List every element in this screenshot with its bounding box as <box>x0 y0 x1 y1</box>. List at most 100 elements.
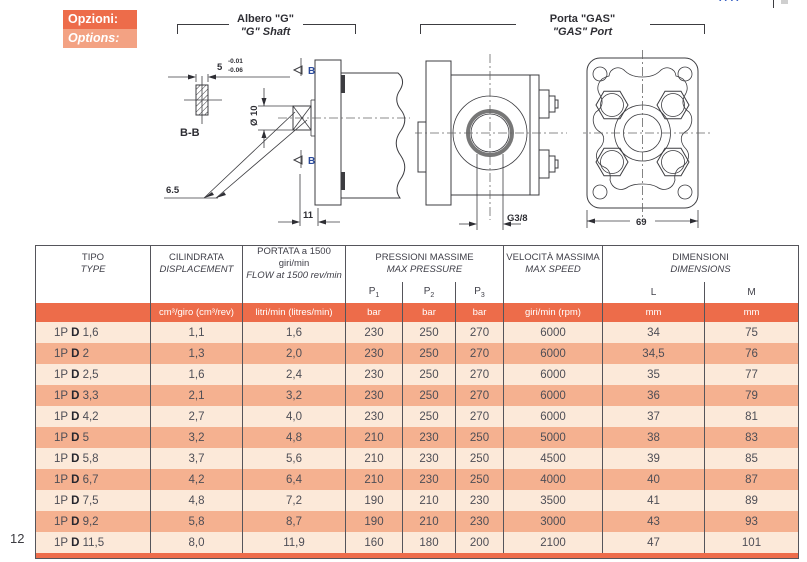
velocita-en: MAX SPEED <box>525 264 581 275</box>
tipo-en: TYPE <box>80 264 106 275</box>
cell-type: 1P D 11,5 <box>35 532 151 553</box>
casting-contour <box>592 67 693 190</box>
options-label-it: Opzioni: <box>63 10 137 29</box>
cell-p3: 270 <box>455 385 504 406</box>
cell-type: 1P D 2 <box>35 343 151 364</box>
cell-speed: 3000 <box>503 511 603 532</box>
page-number: 12 <box>10 531 25 546</box>
port-title-it: Porta "GAS" <box>549 13 616 25</box>
section-bb-label: B-B <box>180 127 200 139</box>
dim-5: 5 <box>217 62 223 73</box>
cell-speed: 4500 <box>503 448 603 469</box>
cell-speed: 6000 <box>503 385 603 406</box>
drawing-edge-line <box>773 0 774 8</box>
cell-displacement: 3,7 <box>150 448 243 469</box>
cell-speed: 2100 <box>503 532 603 553</box>
shaft-technical-drawing: B-B 5 -0.01 -0.06 Ø 10 <box>164 58 410 226</box>
cell-flow: 5,6 <box>242 448 346 469</box>
cell-flow: 3,2 <box>242 385 346 406</box>
velocita-it: VELOCITÀ MASSIMA <box>506 252 600 263</box>
pressioni-en: MAX PRESSURE <box>386 264 463 275</box>
port-drawing-title: Porta "GAS" "GAS" Port <box>515 13 650 39</box>
table-bottom-bar <box>35 553 799 559</box>
dim-69: 69 <box>636 217 647 228</box>
table-row: 1P D 1,6 1,1 1,6 230 250 270 6000 34 75 <box>35 322 799 343</box>
cell-m: 76 <box>704 343 799 364</box>
cell-p3: 270 <box>455 322 504 343</box>
cell-l: 35 <box>602 364 705 385</box>
port-title-en: "GAS" Port <box>552 26 613 38</box>
col-header-dimensioni: DIMENSIONI DIMENSIONS <box>602 245 799 282</box>
key-section-view: B-B <box>180 76 222 139</box>
cell-p1: 190 <box>345 490 403 511</box>
cell-p3: 250 <box>455 448 504 469</box>
cell-m: 81 <box>704 406 799 427</box>
cell-p2: 180 <box>402 532 456 553</box>
cell-speed: 6000 <box>503 322 603 343</box>
cell-p1: 230 <box>345 343 403 364</box>
cell-flow: 4,8 <box>242 427 346 448</box>
cell-l: 47 <box>602 532 705 553</box>
cell-p1: 210 <box>345 469 403 490</box>
shaft-title-it: Albero "G" <box>237 13 294 25</box>
dim-5-tol-bottom: -0.06 <box>228 67 243 74</box>
cell-displacement: 3,2 <box>150 427 243 448</box>
cell-p1: 230 <box>345 406 403 427</box>
cell-p2: 210 <box>402 511 456 532</box>
cell-m: 85 <box>704 448 799 469</box>
col-header-portata: PORTATA a 1500 giri/min FLOW at 1500 rev… <box>242 245 346 282</box>
cell-p1: 190 <box>345 511 403 532</box>
cell-p3: 250 <box>455 469 504 490</box>
table-row: 1P D 2,5 1,6 2,4 230 250 270 6000 35 77 <box>35 364 799 385</box>
mounting-bolts <box>595 90 690 177</box>
cell-type: 1P D 2,5 <box>35 364 151 385</box>
cell-p3: 200 <box>455 532 504 553</box>
port-label-bracket-right <box>650 24 705 34</box>
section-plane-b-top: B <box>292 58 315 77</box>
centerlines <box>583 50 711 220</box>
table-row: 1P D 6,7 4,2 6,4 210 230 250 4000 40 87 <box>35 469 799 490</box>
cell-p3: 270 <box>455 406 504 427</box>
table-row: 1P D 5 3,2 4,8 210 230 250 5000 38 83 <box>35 427 799 448</box>
cell-speed: 5000 <box>503 427 603 448</box>
cell-type: 1P D 9,2 <box>35 511 151 532</box>
cell-m: 89 <box>704 490 799 511</box>
table-row: 1P D 5,8 3,7 5,6 210 230 250 4500 39 85 <box>35 448 799 469</box>
cell-p2: 230 <box>402 469 456 490</box>
cell-l: 37 <box>602 406 705 427</box>
sub-p1: P1 <box>345 282 403 303</box>
cell-l: 40 <box>602 469 705 490</box>
cell-l: 41 <box>602 490 705 511</box>
shaft-drawing-title: Albero "G" "G" Shaft <box>228 13 303 39</box>
cell-flow: 4,0 <box>242 406 346 427</box>
cell-l: 38 <box>602 427 705 448</box>
view-b-label-top: B <box>308 66 315 77</box>
dim-dia10: Ø 10 <box>249 105 260 126</box>
cell-type: 1P D 5,8 <box>35 448 151 469</box>
dim-g38: G3/8 <box>507 213 528 224</box>
shaft-label-bracket-left <box>177 24 229 34</box>
portata-en: FLOW at 1500 rev/min <box>246 270 342 281</box>
cell-m: 75 <box>704 322 799 343</box>
cell-p2: 250 <box>402 385 456 406</box>
cell-p3: 230 <box>455 511 504 532</box>
cell-l: 43 <box>602 511 705 532</box>
cell-speed: 6000 <box>503 406 603 427</box>
centerlines <box>415 54 567 220</box>
specifications-table: TIPO TYPE CILINDRATA DISPLACEMENT PORTAT… <box>35 245 799 559</box>
cell-speed: 6000 <box>503 364 603 385</box>
col-header-tipo: TIPO TYPE <box>35 245 151 282</box>
cell-l: 39 <box>602 448 705 469</box>
key-width-dimension: 5 -0.01 -0.06 <box>168 58 290 82</box>
cell-displacement: 1,3 <box>150 343 243 364</box>
cell-p2: 210 <box>402 490 456 511</box>
unit-p3: bar <box>455 303 504 322</box>
cilindrata-it: CILINDRATA <box>168 252 225 263</box>
dim-65: 6.5 <box>166 185 180 196</box>
sub-m: M <box>704 282 799 303</box>
cilindrata-en: DISPLACEMENT <box>159 264 234 275</box>
cell-p3: 250 <box>455 427 504 448</box>
cell-p3: 270 <box>455 364 504 385</box>
cell-m: 93 <box>704 511 799 532</box>
sub-p2: P2 <box>402 282 456 303</box>
